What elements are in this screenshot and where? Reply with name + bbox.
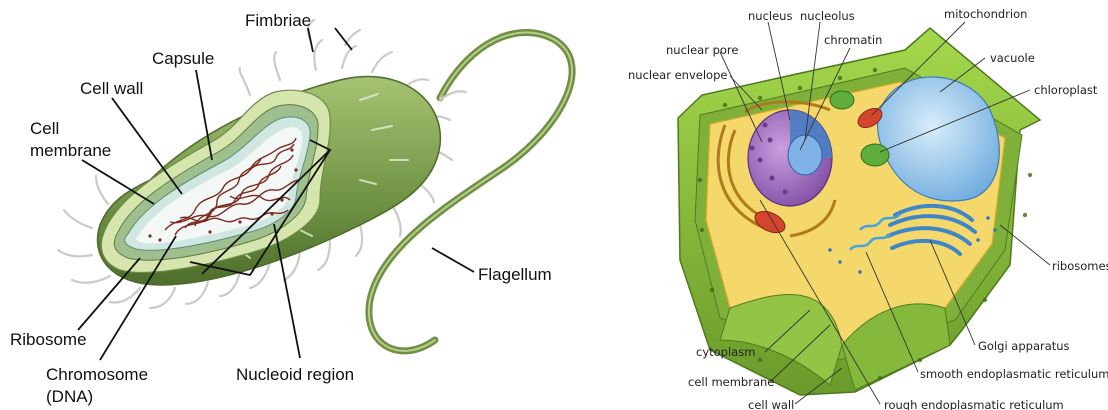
label-cell-membrane-line2: membrane bbox=[30, 141, 111, 160]
label-nuclear-envelope: nuclear envelope bbox=[628, 68, 727, 82]
label-golgi-apparatus: Golgi apparatus bbox=[978, 339, 1070, 353]
label-mitochondrion: mitochondrion bbox=[944, 7, 1027, 21]
label-cell-membrane-line1: Cell bbox=[30, 119, 59, 138]
label-nucleolus: nucleolus bbox=[800, 9, 855, 23]
label-vacuole: vacuole bbox=[990, 51, 1035, 65]
label-cell-wall: cell wall bbox=[748, 398, 794, 410]
prokaryote-diagram: Fimbriae Capsule Cell wall Cell membrane… bbox=[10, 11, 572, 406]
label-ribosomes: ribosomes bbox=[1052, 259, 1108, 273]
label-chromosome-line1: Chromosome bbox=[46, 365, 148, 384]
plant-cell-diagram: nucleus nucleolus mitochondrion nuclear … bbox=[628, 7, 1108, 410]
label-chromatin: chromatin bbox=[824, 33, 882, 47]
label-nucleoid-region: Nucleoid region bbox=[236, 365, 354, 384]
chloroplast-2 bbox=[830, 91, 854, 109]
label-nuclear-pore: nuclear pore bbox=[666, 43, 739, 57]
label-cytoplasm: cytoplasm bbox=[696, 345, 755, 359]
label-chloroplast: chloroplast bbox=[1034, 83, 1098, 97]
label-capsule: Capsule bbox=[152, 49, 214, 68]
chloroplast-1 bbox=[861, 144, 889, 166]
label-cell-wall: Cell wall bbox=[80, 79, 143, 98]
label-fimbriae: Fimbriae bbox=[245, 11, 311, 30]
label-flagellum: Flagellum bbox=[478, 265, 552, 284]
nucleolus bbox=[788, 135, 822, 175]
label-ribosome: Ribosome bbox=[10, 330, 87, 349]
label-nucleus: nucleus bbox=[748, 9, 792, 23]
label-rough-er: rough endoplasmatic reticulum bbox=[884, 398, 1064, 410]
label-smooth-er: smooth endoplasmatic reticulum bbox=[920, 367, 1108, 381]
label-cell-membrane: cell membrane bbox=[688, 375, 774, 389]
label-chromosome-line2: (DNA) bbox=[46, 387, 93, 406]
